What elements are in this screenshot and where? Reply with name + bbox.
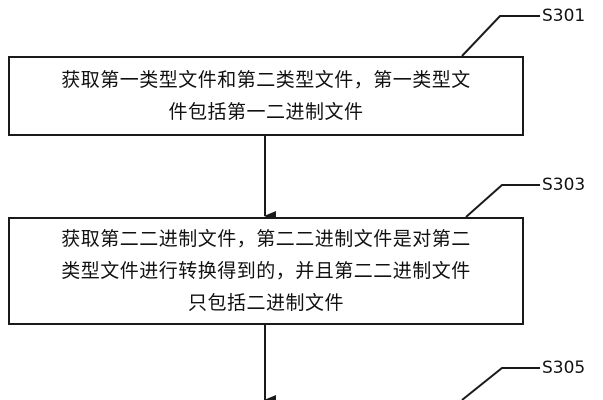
leader-line-s301 [461, 15, 540, 57]
step-box-s301: 获取第一类型文件和第二类型文件，第一类型文 件包括第一二进制文件 [8, 56, 524, 136]
step-label-s303: S303 [542, 175, 586, 195]
step-box-s303: 获取第二二进制文件，第二二进制文件是对第二 类型文件进行转换得到的，并且第二二进… [8, 217, 524, 325]
step-label-s305: S305 [542, 358, 586, 378]
step-text-s303: 获取第二二进制文件，第二二进制文件是对第二 类型文件进行转换得到的，并且第二二进… [61, 223, 471, 319]
step-text-line: 只包括二进制文件 [187, 292, 344, 314]
step-text-line: 类型文件进行转换得到的，并且第二二进制文件 [61, 260, 471, 282]
step-text-line: 获取第二二进制文件，第二二进制文件是对第二 [61, 228, 471, 250]
leader-line-s303 [465, 184, 540, 218]
step-text-line: 获取第一类型文件和第二类型文件，第一类型文 [61, 69, 471, 91]
leader-line-s305 [461, 367, 540, 400]
step-text-s301: 获取第一类型文件和第二类型文件，第一类型文 件包括第一二进制文件 [61, 64, 471, 128]
step-label-s301: S301 [542, 6, 586, 26]
step-text-line: 件包括第一二进制文件 [168, 101, 364, 123]
